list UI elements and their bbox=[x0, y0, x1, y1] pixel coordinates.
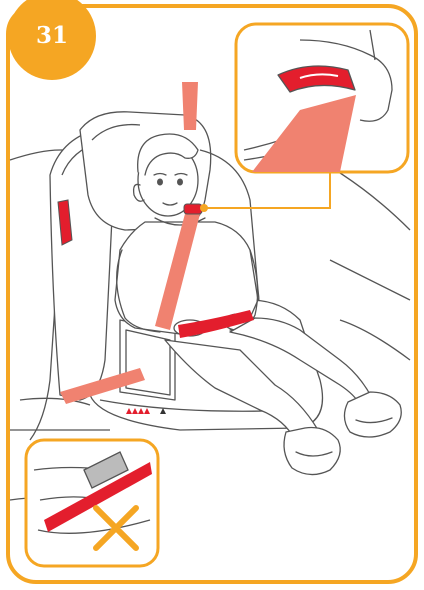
shoulder-belt-guide bbox=[184, 204, 202, 214]
step-number: 31 bbox=[6, 22, 98, 49]
inset-bottom-left bbox=[26, 440, 158, 566]
